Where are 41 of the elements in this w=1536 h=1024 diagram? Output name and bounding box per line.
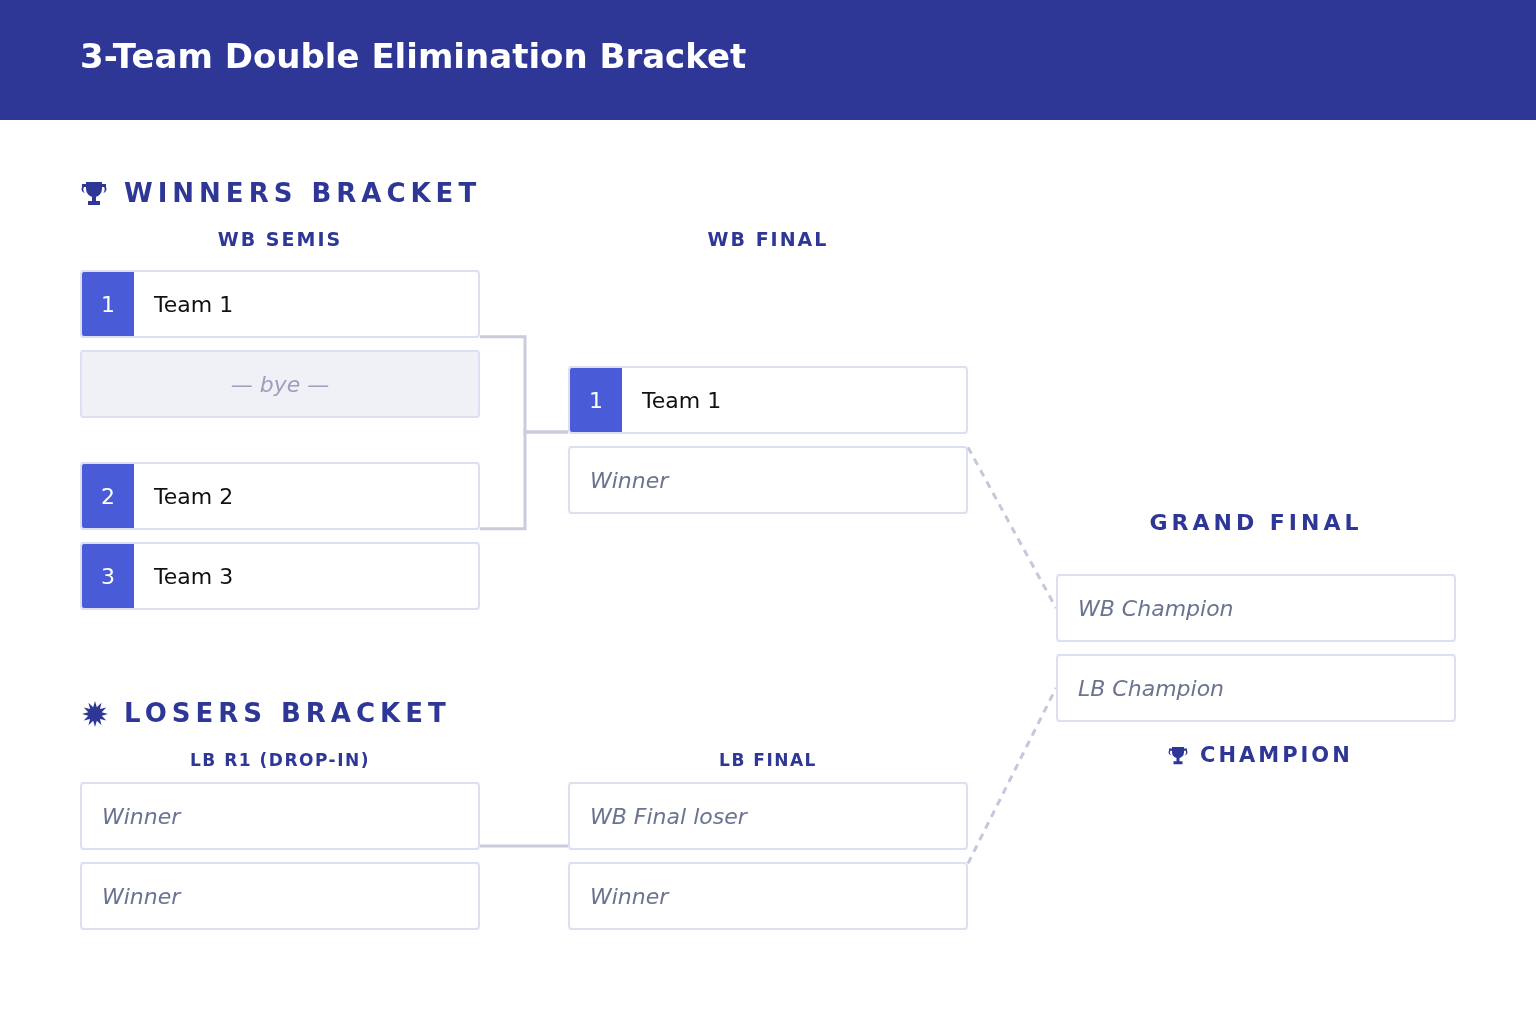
placeholder-text: WB Champion [1077, 595, 1234, 621]
dashed-connector [966, 446, 1058, 609]
section-heading: WINNERS BRACKET [124, 178, 482, 208]
bracket-connector [480, 844, 568, 848]
placeholder-slot [568, 446, 968, 514]
team-slot [80, 462, 480, 530]
round-heading: WB SEMIS [217, 228, 343, 250]
placeholder-text: Winner [589, 467, 669, 493]
seed-number: 2 [82, 464, 134, 528]
placeholder-text: Winner [101, 883, 181, 909]
bye-slot [80, 350, 480, 418]
bracket-connector [480, 430, 568, 531]
seed-number: 3 [82, 544, 134, 608]
placeholder-slot [568, 782, 968, 850]
placeholder-text: LB Champion [1077, 675, 1225, 701]
round-heading: LB FINAL [719, 750, 817, 770]
team-name: Team 3 [153, 563, 234, 589]
seed-number: 1 [82, 272, 134, 336]
team-slot [80, 542, 480, 610]
team-name: Team 1 [641, 387, 722, 413]
seed-number: 1 [570, 368, 622, 432]
placeholder-slot [1056, 654, 1456, 722]
placeholder-slot [80, 862, 480, 930]
round-heading: CHAMPION [1200, 743, 1353, 767]
team-name: Team 2 [153, 483, 234, 509]
placeholder-slot [80, 782, 480, 850]
placeholder-slot [1056, 574, 1456, 642]
round-heading: LB R1 (DROP-IN) [190, 750, 370, 770]
team-slot [568, 366, 968, 434]
section-heading: LOSERS BRACKET [124, 698, 451, 728]
placeholder-text: WB Final loser [589, 803, 747, 829]
dashed-connector [966, 687, 1058, 865]
placeholder-text: Winner [589, 883, 669, 909]
placeholder-text: Winner [101, 803, 181, 829]
round-heading: GRAND FINAL [1149, 510, 1363, 535]
team-name: Team 1 [153, 291, 234, 317]
placeholder-slot [568, 862, 968, 930]
title: 3-Team Double Elimination Bracket [80, 36, 747, 76]
team-slot [80, 270, 480, 338]
round-heading: WB FINAL [707, 228, 829, 250]
bye-text: — bye — [229, 371, 331, 397]
